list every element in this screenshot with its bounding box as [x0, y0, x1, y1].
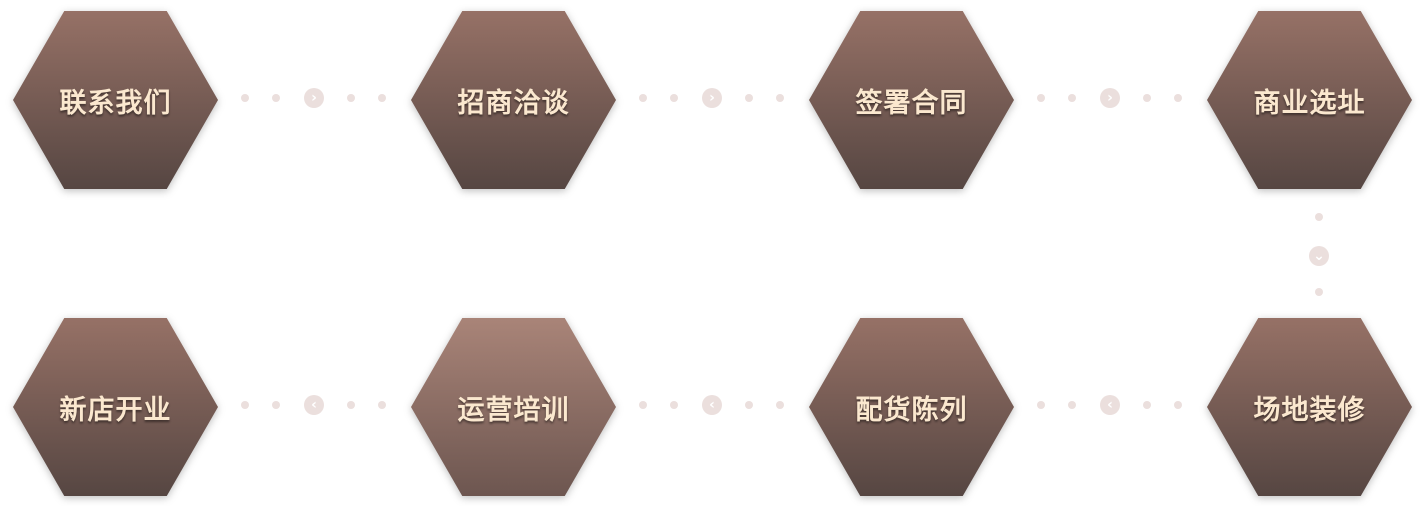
- step-label: 签署合同: [855, 87, 968, 119]
- connector-dot: [745, 94, 753, 102]
- connector-dot: [241, 94, 249, 102]
- connector-dot: [1315, 288, 1323, 296]
- connector-dot: [1068, 94, 1076, 102]
- step-label: 运营培训: [457, 394, 570, 426]
- step-hexagon[interactable]: 招商洽谈: [411, 11, 616, 189]
- chevron-left-icon: ‹: [702, 395, 722, 415]
- step-label: 联系我们: [59, 87, 172, 119]
- step-hexagon[interactable]: 商业选址: [1207, 11, 1412, 189]
- connector-dot: [639, 94, 647, 102]
- step-hexagon[interactable]: 运营培训: [411, 318, 616, 496]
- step-hexagon[interactable]: 联系我们: [13, 11, 218, 189]
- connector-dot: [1174, 94, 1182, 102]
- connector-dot: [1037, 401, 1045, 409]
- chevron-left-icon: ‹: [1100, 395, 1120, 415]
- connector-dot: [378, 94, 386, 102]
- step-hexagon[interactable]: 场地装修: [1207, 318, 1412, 496]
- connector-dot: [1143, 401, 1151, 409]
- connector-dot: [670, 94, 678, 102]
- connector-dot: [776, 94, 784, 102]
- step-hexagon[interactable]: 签署合同: [809, 11, 1014, 189]
- connector-dot: [745, 401, 753, 409]
- step-label: 商业选址: [1253, 87, 1366, 119]
- connector-dot: [347, 401, 355, 409]
- connector-dot: [1143, 94, 1151, 102]
- connector-dot: [1174, 401, 1182, 409]
- connector-dot: [272, 401, 280, 409]
- chevron-down-icon: ⌄: [1309, 246, 1329, 266]
- step-label: 招商洽谈: [457, 87, 570, 119]
- step-label: 新店开业: [59, 394, 172, 426]
- chevron-right-icon: ›: [702, 88, 722, 108]
- connector-dot: [272, 94, 280, 102]
- connector-dot: [1037, 94, 1045, 102]
- connector-dot: [776, 401, 784, 409]
- connector-dot: [670, 401, 678, 409]
- connector-dot: [1315, 213, 1323, 221]
- step-hexagon[interactable]: 新店开业: [13, 318, 218, 496]
- step-label: 配货陈列: [855, 394, 968, 426]
- step-label: 场地装修: [1253, 394, 1366, 426]
- connector-dot: [241, 401, 249, 409]
- chevron-left-icon: ‹: [304, 395, 324, 415]
- chevron-right-icon: ›: [1100, 88, 1120, 108]
- chevron-right-icon: ›: [304, 88, 324, 108]
- connector-dot: [378, 401, 386, 409]
- connector-dot: [347, 94, 355, 102]
- connector-dot: [639, 401, 647, 409]
- step-hexagon[interactable]: 配货陈列: [809, 318, 1014, 496]
- connector-dot: [1068, 401, 1076, 409]
